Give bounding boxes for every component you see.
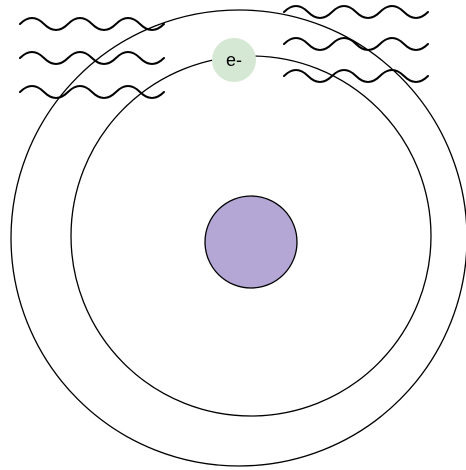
electron-label: e- [226,50,242,70]
left-wave-group [20,18,164,98]
wave-line [284,6,428,18]
electron: e- [212,38,256,82]
right-wave-group [284,6,428,82]
wave-line [20,18,164,30]
wave-line [20,52,164,64]
wave-line [284,70,428,82]
nucleus [205,196,297,288]
wave-line [284,38,428,50]
